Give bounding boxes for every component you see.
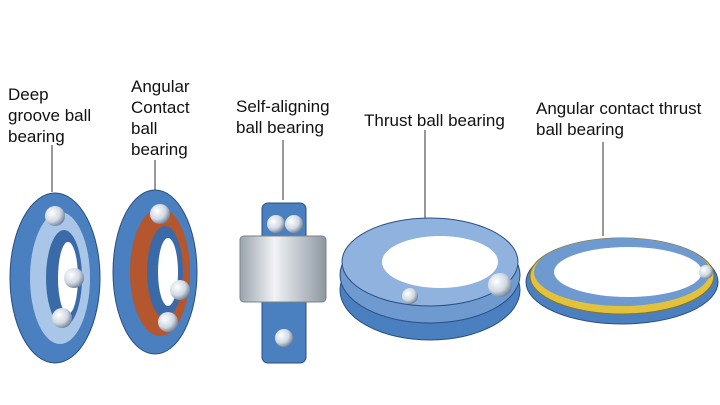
label-line: Deep bbox=[8, 85, 49, 104]
label-deep-groove-ball-bearing: Deep groove ball bearing bbox=[8, 84, 91, 147]
label-angular-contact-ball-bearing: Angular Contact ball bearing bbox=[131, 76, 190, 160]
leader-lines bbox=[51, 130, 604, 236]
thrust-bearing-illustration bbox=[339, 217, 521, 341]
label-line: ball bbox=[131, 119, 158, 138]
label-line: bearing bbox=[131, 140, 188, 159]
angular-contact-thrust-bearing-illustration bbox=[525, 237, 719, 325]
label-line: groove ball bbox=[8, 106, 92, 125]
label-thrust-ball-bearing: Thrust ball bearing bbox=[364, 110, 505, 131]
self-aligning-bearing-illustration bbox=[239, 202, 327, 364]
label-line: Angular bbox=[131, 77, 190, 96]
label-line: ball bearing bbox=[536, 120, 624, 139]
label-line: Angular contact thrust bbox=[536, 99, 702, 118]
label-angular-contact-thrust-ball-bearing: Angular contact thrust ball bearing bbox=[536, 98, 701, 140]
label-line: bearing bbox=[8, 127, 65, 146]
label-line: Self-aligning bbox=[236, 97, 330, 116]
label-line: Contact bbox=[131, 98, 190, 117]
label-line: Thrust ball bearing bbox=[364, 111, 505, 130]
deep-groove-bearing-illustration bbox=[9, 192, 101, 364]
angular-contact-bearing-illustration bbox=[112, 189, 198, 355]
label-self-aligning-ball-bearing: Self-aligning ball bearing bbox=[236, 96, 330, 138]
label-line: ball bearing bbox=[236, 118, 324, 137]
